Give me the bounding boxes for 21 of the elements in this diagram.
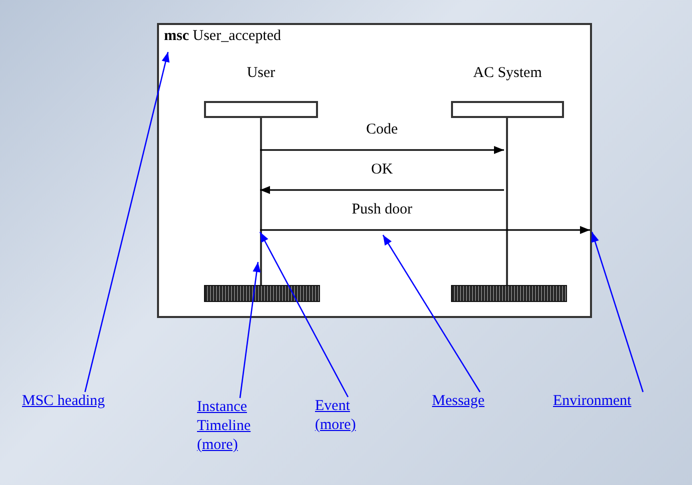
annotation-link: Message — [432, 392, 512, 411]
leader-arrow — [382, 234, 481, 392]
instance-end-bar — [451, 285, 567, 302]
annotation-link: Environment — [553, 392, 663, 411]
message-arrow — [260, 186, 504, 194]
annotation-link: Event (more) — [315, 397, 385, 435]
leader-arrow — [591, 232, 644, 392]
leader-arrow — [84, 52, 170, 392]
annotation-link: Instance Timeline (more) — [197, 398, 267, 455]
lifeline — [260, 118, 262, 285]
message-arrow — [260, 146, 504, 154]
instance-name: AC System — [472, 65, 543, 82]
msc-frame — [157, 23, 592, 318]
leader-arrow — [259, 232, 349, 398]
leader-arrow — [239, 262, 261, 398]
instance-end-bar — [204, 285, 320, 302]
lifeline — [506, 118, 508, 285]
instance-name: User — [246, 65, 276, 82]
msc-heading: msc User_accepted — [164, 28, 282, 45]
annotation-link: MSC heading — [22, 392, 162, 411]
message-arrow — [260, 226, 590, 234]
